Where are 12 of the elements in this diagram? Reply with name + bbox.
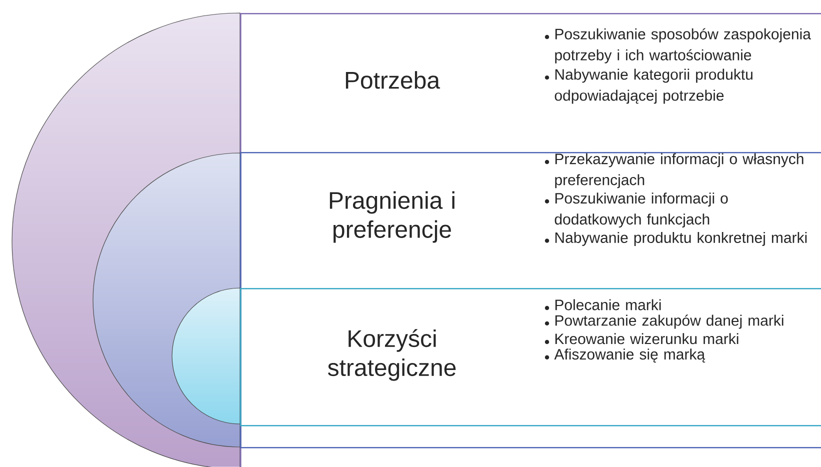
bullet-text: Nabywanie produktu konkretnej marki: [555, 232, 807, 246]
bullet-text: Polecanie marki: [555, 299, 661, 310]
bullet-text: Afiszowanie się marką: [554, 348, 706, 363]
bullet-text: Kreowanie wizerunku marki: [555, 333, 738, 344]
bullet-text: Przekazywanie informacji o własnych preferencjach: [555, 153, 804, 188]
bullet-text: Powtarzanie zakupów danej marki: [555, 314, 784, 329]
bullet-text: Poszukiwanie sposobów zaspokojenia potrzeby i ich wartościowanie: [555, 28, 811, 64]
heading: Potrzeba: [346, 71, 440, 89]
heading: Korzyści strategiczne: [328, 329, 456, 381]
bullet-text: Poszukiwanie informacji o dodatkowych funkcjach: [554, 192, 728, 228]
heading: Pragnienia i preferencje: [330, 191, 454, 243]
bullet-text: Nabywanie kategorii produktu odpowiadającej potrzebie: [554, 68, 752, 104]
